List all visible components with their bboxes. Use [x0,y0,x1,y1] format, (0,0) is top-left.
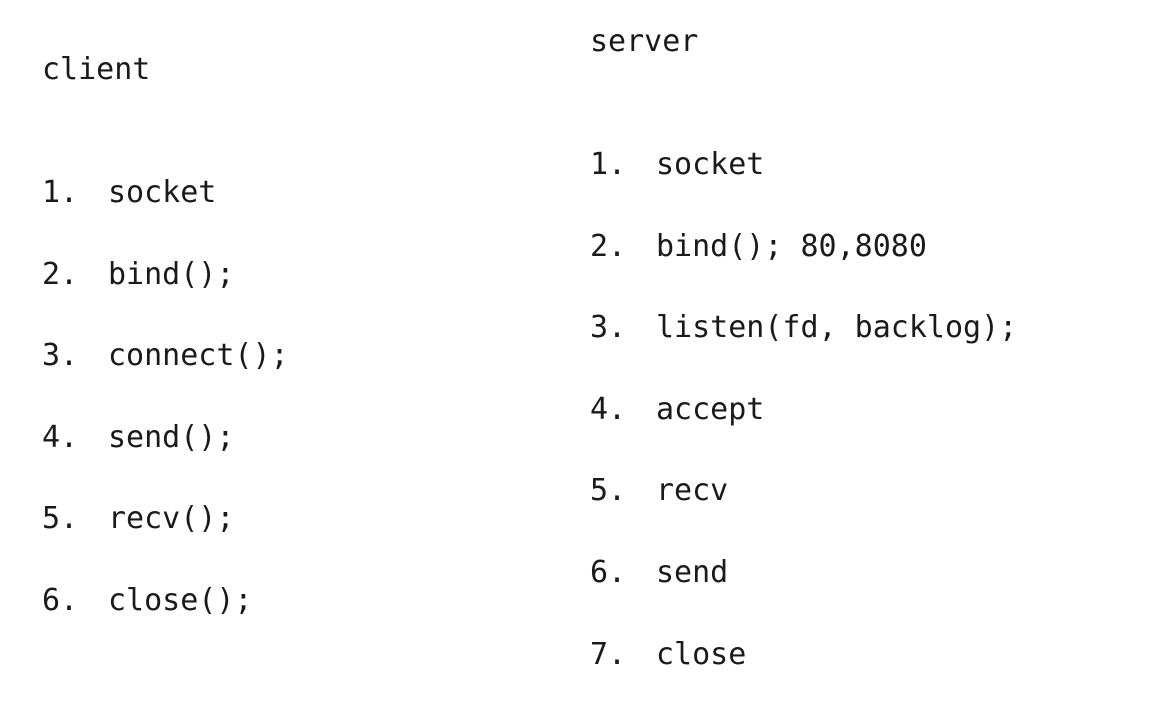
server-heading: server [590,24,699,59]
server-step: 4. accept [590,388,1017,432]
step-text: bind(); 80,8080 [656,228,927,264]
step-number: 5. [590,473,627,509]
step-number: 1. [590,147,627,182]
client-step: 6. close(); [42,579,289,623]
step-number: 7. [590,636,627,672]
server-step: 1. socket [590,143,1017,187]
step-number: 6. [590,554,627,590]
client-steps-list: 1. socket 2. bind(); 3. connect(); 4. se… [42,133,289,661]
server-step: 5. recv [590,469,1017,513]
server-step: 6. send [590,551,1017,595]
step-text: close(); [108,582,253,618]
step-text: socket [108,175,217,210]
step-text: close [656,636,747,672]
step-text: socket [656,147,765,182]
client-step: 5. recv(); [42,497,289,541]
step-text: accept [656,391,765,427]
step-number: 3. [590,310,627,346]
server-step: 2. bind(); 80,8080 [590,225,1017,269]
server-step: 7. close [590,633,1017,677]
client-step: 4. send(); [42,416,289,460]
step-number: 1. [42,175,79,210]
step-text: listen(fd, backlog); [656,310,1018,346]
step-number: 3. [42,338,79,374]
step-text: connect(); [108,338,289,374]
client-step: 2. bind(); [42,253,289,297]
server-steps-list: 1. socket 2. bind(); 80,8080 3. listen(f… [590,105,1017,714]
step-text: recv(); [108,501,235,537]
step-number: 5. [42,501,79,537]
client-step: 1. socket [42,171,289,215]
server-step: 3. listen(fd, backlog); [590,306,1017,350]
step-number: 4. [42,419,79,455]
step-number: 6. [42,582,79,618]
step-text: bind(); [108,256,235,292]
client-heading: client [42,52,151,87]
step-number: 2. [590,228,627,264]
step-number: 2. [42,256,79,292]
step-text: recv [656,473,729,509]
client-step: 3. connect(); [42,334,289,378]
step-text: send(); [108,419,235,455]
step-text: send [656,554,729,590]
step-number: 4. [590,391,627,427]
